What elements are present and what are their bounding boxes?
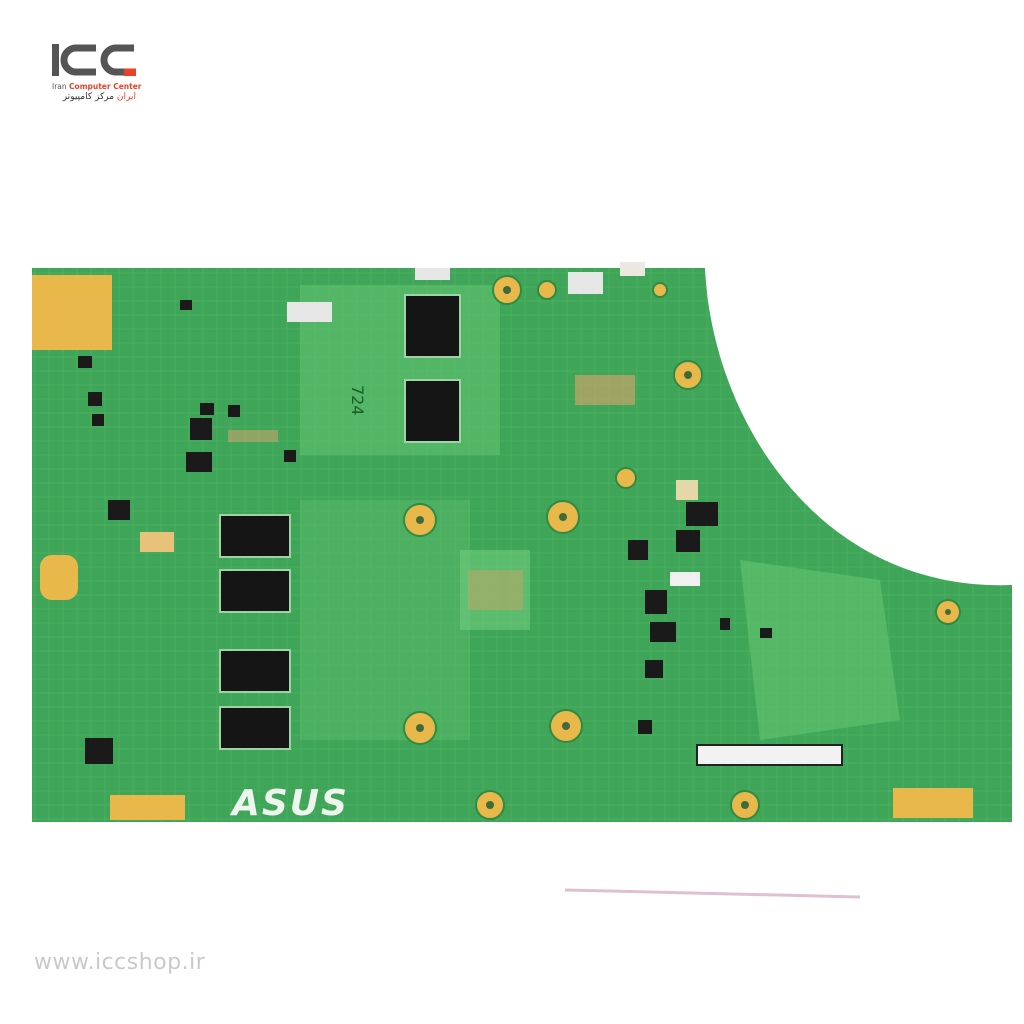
website-watermark: www.iccshop.ir <box>34 950 206 975</box>
mounting-holes <box>403 275 961 820</box>
logo-persian-text: ایران مرکز کامپیوتر <box>62 92 136 102</box>
top-connector <box>287 302 332 322</box>
small-components <box>78 300 772 764</box>
gold-pads <box>32 275 973 820</box>
silkscreen-label: 724 <box>348 385 367 416</box>
icc-logo-mark <box>52 44 136 76</box>
passive-components <box>228 375 635 610</box>
icc-logo: Iran Computer Center ایران مرکز کامپیوتر <box>50 40 142 102</box>
display-connector <box>696 744 843 766</box>
logo-english-text: Iran Computer Center <box>52 82 142 91</box>
asus-logo: ASUS <box>229 783 349 824</box>
memory-chips <box>219 294 461 750</box>
reflection-streak <box>564 888 861 899</box>
pcb-light-region <box>300 285 500 455</box>
